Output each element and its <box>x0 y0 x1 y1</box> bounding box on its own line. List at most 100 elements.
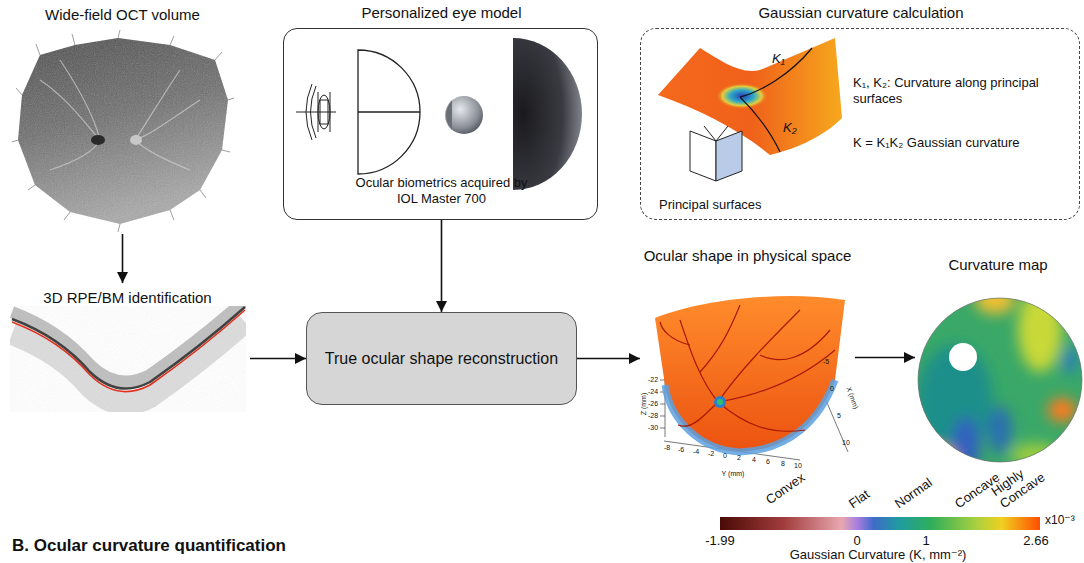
oct-volume-image-part-part <box>130 135 142 145</box>
oct-volume-image-part <box>12 30 234 232</box>
b-scan-image-part <box>12 310 245 392</box>
eye-model-drawing-part <box>358 50 420 174</box>
axis-tick: -30 <box>648 424 658 432</box>
axis-tick: -22 <box>648 376 658 384</box>
axis-title: Z (mm) <box>640 393 648 416</box>
axis-title: X (mm) <box>844 386 859 410</box>
panel-title: B. Ocular curvature quantification <box>12 536 286 556</box>
panel-heading: Ocular shape in physical space <box>640 247 855 265</box>
saddle-surface <box>658 38 842 181</box>
eye-model-drawing-part <box>358 111 420 112</box>
curve-label: K₂ <box>783 121 797 136</box>
saddle-surface-part <box>716 131 742 181</box>
model-box: Personalized eye modelOcular biometrics … <box>283 28 598 220</box>
axis-tick: -26 <box>648 400 658 408</box>
axis-title: Y (mm) <box>722 470 745 478</box>
ocular-shape-plot-part <box>717 399 723 405</box>
scale-category: Normal <box>892 476 935 512</box>
oct-volume-image-part-part <box>15 35 230 230</box>
ocular-shape-plot <box>655 296 848 460</box>
curvature-map-image <box>915 286 1084 473</box>
colorbar <box>720 517 1040 530</box>
ocular-shape-plot-part <box>714 396 726 408</box>
flow-arrow <box>855 357 915 359</box>
ocular-shape-plot-part <box>665 380 835 452</box>
curve-label: K₁ <box>772 52 785 67</box>
curvature-map-image-part <box>949 343 977 371</box>
axis-tick: -6 <box>678 446 684 454</box>
scale-multiplier: x10⁻³ <box>1045 514 1075 528</box>
box-heading: Gaussian curvature calculation <box>641 4 1081 22</box>
curvature-map-image-part-part <box>917 286 1078 473</box>
flow-arrow <box>250 358 306 360</box>
saddle-surface-part <box>740 48 812 97</box>
ocular-shape-plot-part <box>660 375 665 437</box>
image-panel: Curvature map <box>915 250 1081 465</box>
flow-arrow <box>122 234 124 283</box>
eye-model-drawing-part <box>446 100 452 130</box>
flow-arrow <box>441 220 443 312</box>
b-scan-image <box>10 306 246 412</box>
axis-tick: 8 <box>781 460 785 468</box>
figure-caption: Principal surfaces <box>659 197 809 213</box>
scale-title: Gaussian Curvature (K, mm⁻²) <box>790 548 967 563</box>
scale-category: Highly Concave <box>989 458 1049 512</box>
curvature-map-image-part-part-part <box>1048 398 1076 422</box>
image-panel: 3D RPE/BM identification <box>5 283 250 413</box>
axis-tick: 2 <box>737 454 741 462</box>
axis-tick: 10 <box>794 462 802 470</box>
scale-category: Flat <box>846 487 872 512</box>
definition-text: K = K₁K₂ Gaussian curvature <box>853 135 1075 151</box>
panel-heading: 3D RPE/BM identification <box>5 289 250 307</box>
curvature-map-image-part-part-part <box>988 406 1012 454</box>
eye-model-drawing-part <box>320 100 328 124</box>
box-text: Ocular biometrics acquired by IOL Master… <box>349 175 534 206</box>
scale-category: Convex <box>763 470 808 508</box>
saddle-surface-part <box>704 126 728 141</box>
axis-tick: -5 <box>823 358 829 366</box>
oct-volume-image-part <box>15 35 230 230</box>
curvature-map-image-part <box>918 298 1082 462</box>
axis-tick: 5 <box>837 412 841 420</box>
curvature-map-image-part-part-part <box>924 448 956 468</box>
scale-value: 2.66 <box>1023 534 1048 549</box>
flow-arrow <box>577 358 640 360</box>
image-panel: Ocular shape in physical space <box>640 245 855 477</box>
curvature-map-image-part-part <box>915 295 1084 465</box>
axis-tick: 0 <box>723 452 727 460</box>
ocular-shape-plot-part <box>655 296 845 452</box>
axis-tick: -28 <box>648 412 658 420</box>
panel-heading: Curvature map <box>915 256 1081 274</box>
ocular-shape-plot-part <box>660 305 835 431</box>
curvature-map-image-part-part-part <box>1010 443 1060 467</box>
axis-tick: 0 <box>830 385 834 393</box>
eye-model-drawing-part <box>296 92 336 132</box>
curvature-map-image-part-part-part <box>1018 288 1062 372</box>
saddle-surface-part <box>690 131 716 181</box>
axis-tick: 10 <box>842 439 850 447</box>
process-label: True ocular shape reconstruction <box>313 349 570 368</box>
eye-model-drawing <box>296 38 582 190</box>
axis-tick: 4 <box>752 456 756 464</box>
scale-value: 0 <box>853 534 860 549</box>
curvature-map-image-part <box>915 286 1084 473</box>
process-box: True ocular shape reconstruction <box>306 312 577 405</box>
b-scan-image-part <box>10 306 246 412</box>
panel-heading: Wide-field OCT volume <box>10 6 235 24</box>
axis-tick: -2 <box>708 450 714 458</box>
axis-tick: -24 <box>648 388 658 396</box>
axis-tick: -4 <box>693 448 699 456</box>
dashed-box: Gaussian curvature calculationK₁, K₂: Cu… <box>640 28 1080 220</box>
saddle-surface-part <box>658 38 842 155</box>
oct-volume-image-part-part <box>40 60 200 170</box>
oct-volume-image <box>12 30 234 232</box>
eye-model-drawing-part <box>513 38 582 190</box>
scale-value: 1 <box>922 534 929 549</box>
scale-value: -1.99 <box>705 534 735 549</box>
curvature-map-image-part-part-part <box>952 417 980 473</box>
box-heading: Personalized eye model <box>284 4 599 22</box>
saddle-surface-part <box>740 97 780 152</box>
image-panel: Wide-field OCT volume <box>10 4 235 234</box>
eye-model-drawing-part <box>445 96 483 134</box>
